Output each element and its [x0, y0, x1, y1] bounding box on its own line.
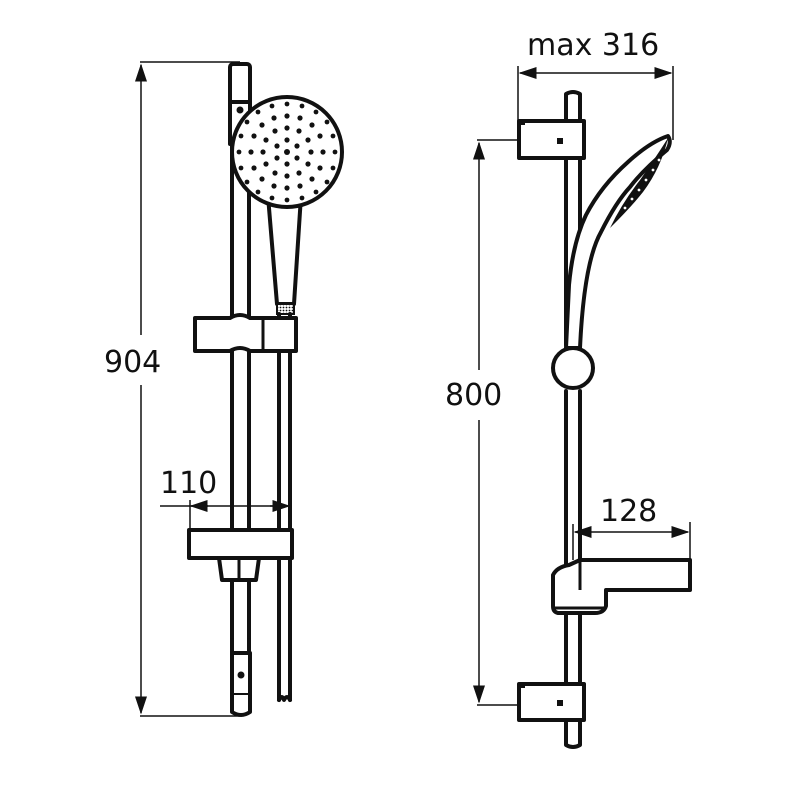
soap-dish-128-label: 128 [600, 494, 657, 529]
height-904-label: 904 [104, 345, 161, 380]
slider-knob [551, 346, 595, 390]
wall-bracket-top [517, 119, 586, 160]
hand-shower-front [230, 95, 344, 315]
dimension-110: 110 [160, 466, 291, 530]
hose [277, 312, 292, 702]
dimension-max-316: max 316 [517, 28, 674, 140]
slide-rail-side [564, 90, 582, 749]
max-depth-label: max 316 [527, 28, 659, 63]
spray-nozzles [236, 101, 338, 203]
hand-shower-side [564, 134, 672, 350]
soap-dish-side [551, 558, 692, 615]
wall-bracket-bottom [517, 682, 586, 722]
side-view: max 316 800 [445, 28, 692, 749]
dimension-800: 800 [445, 139, 530, 706]
mounting-800-label: 800 [445, 378, 502, 413]
projection-110-label: 110 [160, 466, 217, 501]
front-view: 904 [104, 61, 344, 717]
shower-holder-front [193, 313, 298, 353]
soap-dish-front [187, 528, 294, 582]
dimension-904: 904 [104, 61, 240, 717]
spray-nozzles-side [623, 158, 661, 210]
dimension-128: 128 [572, 494, 691, 560]
